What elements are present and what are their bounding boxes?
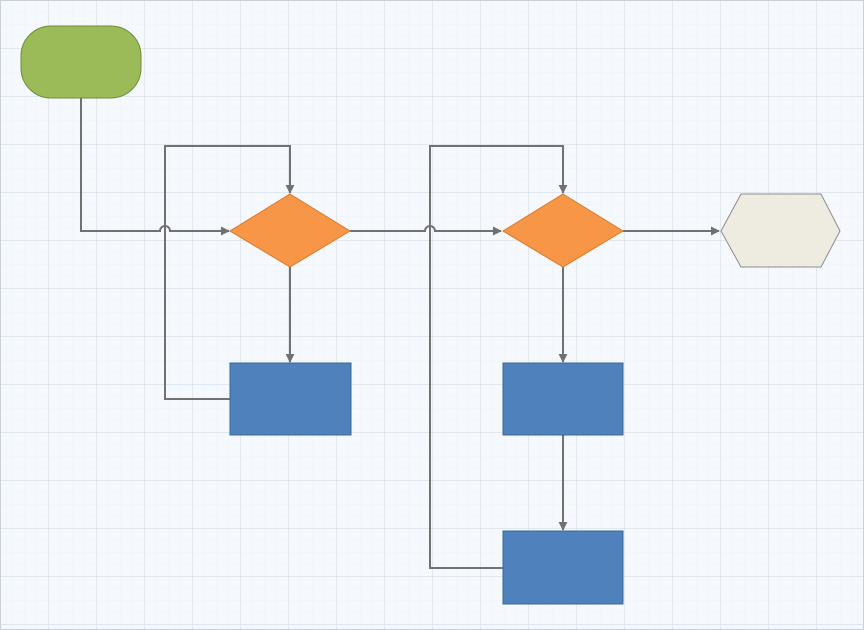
node-process-3[interactable] xyxy=(502,530,624,605)
node-process-1[interactable] xyxy=(229,362,352,436)
end-hexagon-shape xyxy=(720,193,841,268)
node-decision-2[interactable] xyxy=(502,193,624,268)
process-1-rect-shape xyxy=(229,362,352,436)
connector-process-3-loop-to-decision-2[interactable] xyxy=(429,145,568,569)
node-decision-1[interactable] xyxy=(229,193,351,268)
process-3-rect-shape xyxy=(502,530,624,605)
node-process-2[interactable] xyxy=(502,362,624,436)
decision-1-diamond-shape xyxy=(229,193,351,268)
node-end[interactable] xyxy=(720,193,841,268)
process-2-rect-shape xyxy=(502,362,624,436)
node-start[interactable] xyxy=(20,25,142,99)
start-terminator-shape xyxy=(20,25,142,99)
connectors xyxy=(80,98,720,569)
connector-process-1-loop-to-decision-1[interactable] xyxy=(164,145,295,400)
decision-2-diamond-shape xyxy=(502,193,624,268)
